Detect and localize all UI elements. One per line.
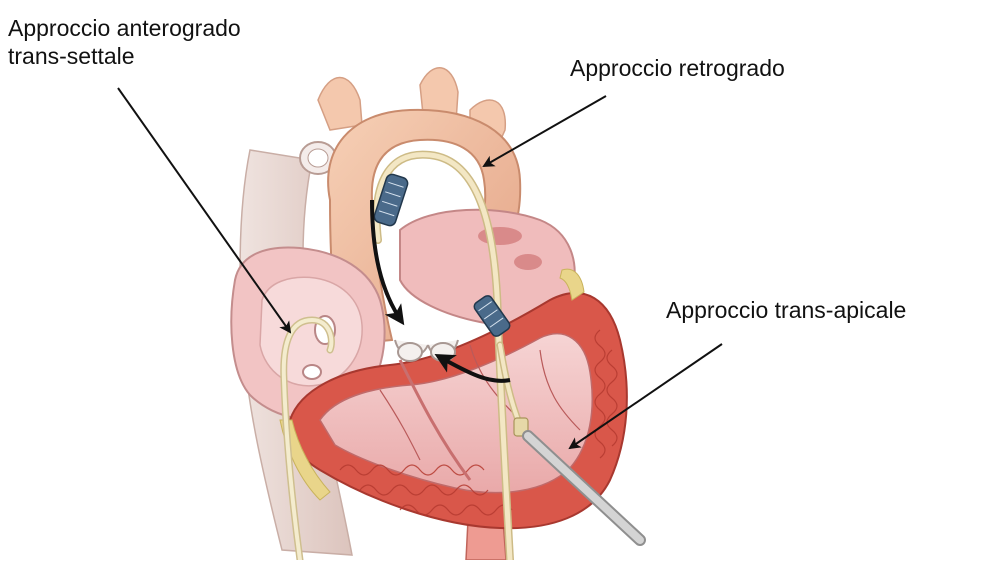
label-antegrade-transseptal: Approccio anterogrado trans-settale: [8, 14, 241, 70]
label-antegrade-line1: Approccio anterogrado: [8, 14, 241, 42]
label-transapical: Approccio trans-apicale: [666, 296, 906, 324]
label-retrograde: Approccio retrogrado: [570, 54, 785, 82]
label-antegrade-line2: trans-settale: [8, 42, 241, 70]
